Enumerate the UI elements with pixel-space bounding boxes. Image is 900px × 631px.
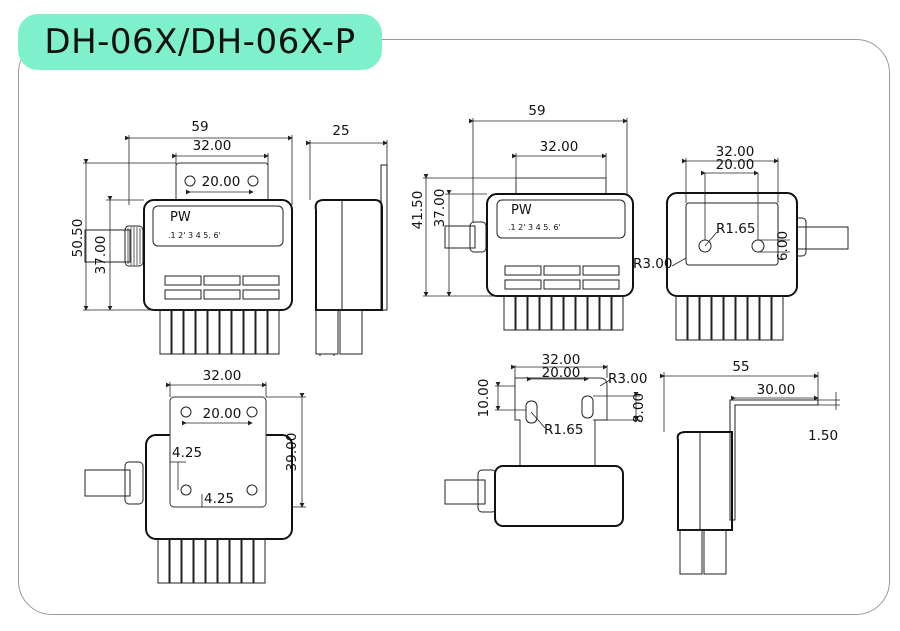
title-tab: DH-06X/DH-06X-P (18, 14, 382, 70)
front-dim-body-height: 37.00 (93, 236, 109, 275)
front-dim-mount-spacing: 32.00 (193, 138, 232, 154)
bracket-slot-right (581, 395, 594, 419)
bracket-dim-slot: 8.00 (631, 393, 647, 423)
rear-cable (84, 469, 131, 497)
bracket-dim-radius: R1.65 (544, 422, 583, 438)
front-mount-hole-left (184, 175, 196, 187)
front-p-terminal-block (504, 265, 620, 290)
front-dim-hole-spacing: 20.00 (202, 174, 241, 190)
front-terminal-numbers: .1 2' 3 4 5. 6' (168, 231, 221, 240)
side-housing (314, 199, 383, 311)
bracket-side-plate (729, 399, 819, 521)
front-p-dim-body-height: 37.00 (432, 189, 448, 228)
bracket-view: 32.00 20.00 R3.00 10.00 8.00 R1.65 (444, 352, 647, 527)
bracket-side-pins (679, 529, 727, 575)
front-mount-hole-right (247, 175, 259, 187)
front-p-cable (444, 225, 476, 249)
front-housing (143, 199, 293, 311)
front-p-dim-height: 41.50 (410, 191, 426, 230)
bracket-side-dim-thickness: 1.50 (808, 428, 838, 444)
rear-pins (157, 538, 266, 584)
front-p-terminal-numbers: .1 2' 3 4 5. 6' (508, 223, 561, 232)
bracket-cable (444, 479, 486, 505)
bracket-side-dim-length: 55 (732, 359, 749, 375)
front-p-housing (486, 193, 634, 297)
side-pins (315, 309, 363, 356)
back-dim-mount-spacing: 32.00 (716, 144, 755, 160)
front-label-window (152, 205, 284, 247)
front-p-dim-width: 59 (528, 103, 545, 119)
title: DH-06X/DH-06X-P (44, 22, 356, 62)
front-view: PW .1 2' 3 4 5. 6' 59 3 (70, 119, 293, 355)
rear-dim-offset-y: 4.25 (204, 491, 234, 507)
side-view: 25 (306, 123, 388, 356)
front-terminal-block (164, 275, 280, 300)
bracket-side-housing (676, 431, 733, 531)
bracket-housing (494, 465, 624, 527)
back-dim-corner: R3.00 (633, 256, 672, 272)
back-pins (675, 295, 784, 341)
back-dim-hole-spacing: 20.00 (716, 157, 755, 173)
rear-dim-height: 39.00 (284, 433, 300, 472)
front-pins (159, 309, 280, 355)
front-pw-label: PW (170, 210, 191, 225)
bracket-dim-mount-spacing: 32.00 (542, 352, 581, 368)
front-dim-height: 50.50 (70, 219, 86, 258)
bracket-dim-hole-spacing: 20.00 (542, 365, 581, 381)
front-cable (84, 229, 131, 263)
bracket-side-view: 55 30.00 1.50 (660, 359, 840, 575)
rear-view: 32.00 20.00 39.00 4.25 4.25 (84, 368, 306, 584)
front-p-view: PW .1 2' 3 4 5. 6' 59 32.00 41.50 37.0 (410, 103, 634, 331)
drawing-frame (18, 39, 890, 615)
back-dim-slot: 6.00 (775, 231, 791, 261)
bracket-dim-corner: R3.00 (608, 371, 647, 387)
bracket-slot-left (525, 400, 538, 424)
back-dim-radius: R1.65 (716, 221, 755, 237)
back-view: 32.00 20.00 R1.65 R3.00 6.00 (633, 144, 849, 341)
rear-dim-offset-x: 4.25 (172, 445, 202, 461)
back-mount-plate (685, 202, 779, 266)
bracket-dim-height: 10.00 (476, 379, 492, 418)
front-dim-width: 59 (191, 119, 208, 135)
rear-dim-mount-spacing: 32.00 (203, 368, 242, 384)
side-dim-depth: 25 (332, 123, 349, 139)
front-p-pins (503, 295, 624, 331)
front-p-dim-mount-spacing: 32.00 (540, 139, 579, 155)
front-p-pw-label: PW (511, 203, 532, 218)
back-cable (795, 226, 849, 250)
bracket-side-dim-flange: 30.00 (757, 382, 796, 398)
rear-dim-hole-spacing: 20.00 (203, 406, 242, 422)
